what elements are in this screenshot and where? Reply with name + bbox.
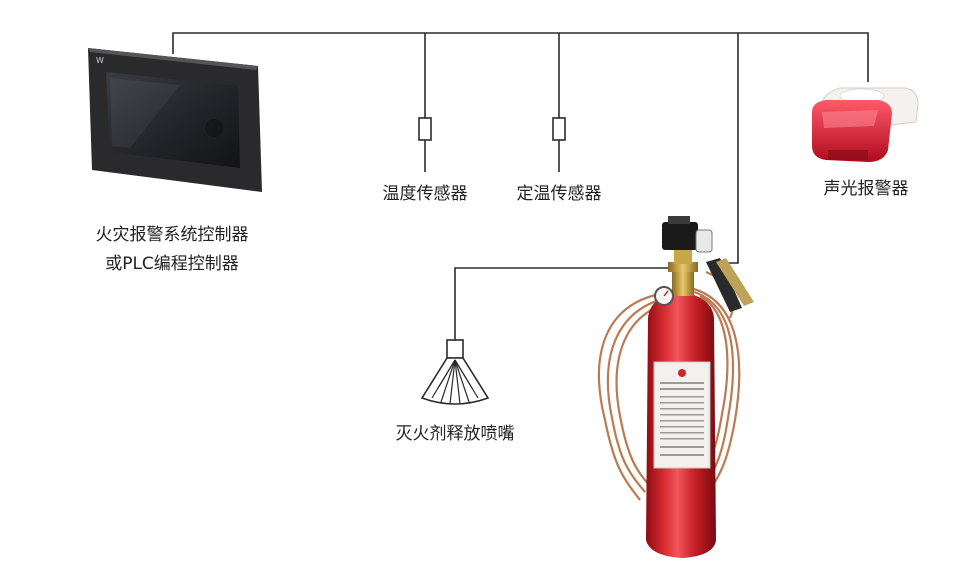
bus-wire bbox=[172, 32, 869, 82]
controller-panel: W bbox=[88, 48, 262, 192]
fixed-temp-sensor-icon bbox=[552, 117, 566, 172]
alarm-label: 声光报警器 bbox=[824, 179, 909, 199]
controller-label-line1: 火灾报警系统控制器 bbox=[96, 225, 249, 245]
panel-logo: W bbox=[96, 56, 104, 65]
extinguisher-cylinder bbox=[598, 216, 754, 558]
nozzle-icon bbox=[420, 339, 490, 405]
nozzle-label: 灭火剂释放喷嘴 bbox=[396, 424, 515, 444]
nozzle-wire bbox=[454, 267, 678, 340]
temp-sensor-label: 温度传感器 bbox=[383, 184, 468, 204]
alarm-device bbox=[812, 87, 919, 162]
cylinder-signal-wire bbox=[712, 33, 739, 264]
fixed-temp-sensor-label: 定温传感器 bbox=[517, 184, 602, 204]
temp-sensor-icon bbox=[418, 117, 432, 172]
controller-label-line2: 或PLC编程控制器 bbox=[105, 254, 239, 274]
